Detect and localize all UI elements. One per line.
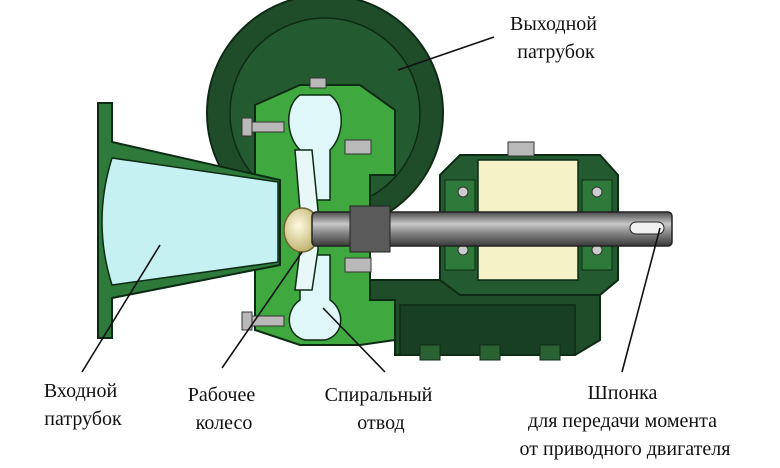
leader-inlet (81, 244, 161, 373)
label-inlet: Входной патрубок (44, 380, 122, 430)
leader-key (621, 227, 661, 373)
bolts (241, 117, 372, 331)
label-outlet: Выходной патрубок (510, 13, 602, 63)
leader-lines (81, 36, 661, 373)
leader-impeller (221, 251, 303, 369)
leader-volute (322, 307, 386, 373)
shaft (311, 205, 673, 253)
label-impeller: Рабочее колесо (188, 384, 260, 434)
label-volute: Спиральный отвод (325, 384, 438, 434)
label-key: Шпонка для передачи момента от приводног… (520, 382, 731, 460)
shaft-key-slot (629, 221, 665, 235)
inlet-pipe (97, 102, 281, 339)
leader-outlet (397, 36, 495, 71)
